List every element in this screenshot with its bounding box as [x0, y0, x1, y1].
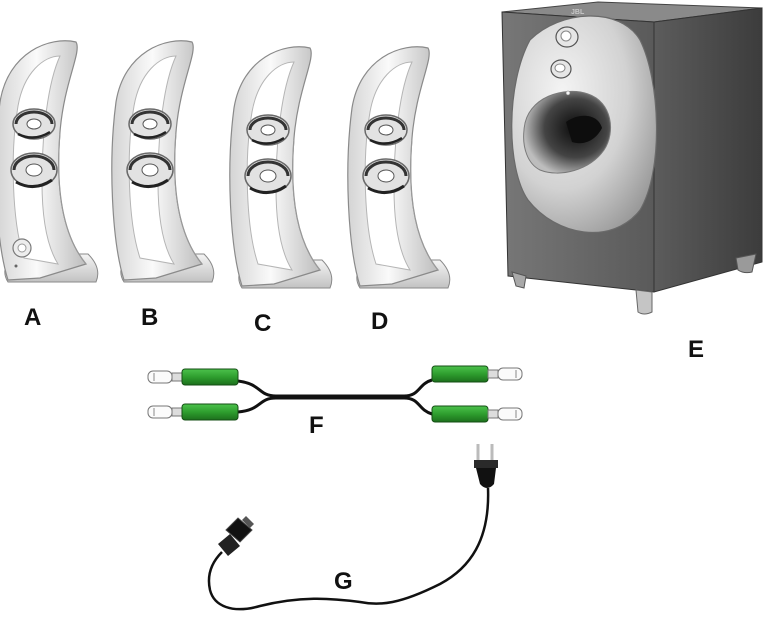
rca-plug-left-bottom [147, 403, 239, 421]
label-e: E [688, 336, 705, 363]
label-f: F [309, 412, 324, 439]
subwoofer: JBL [501, 1, 763, 315]
label-b: B [141, 304, 159, 331]
subwoofer-knob-top-icon [555, 26, 579, 48]
iec-connector-icon [218, 516, 254, 556]
power-cord [207, 444, 498, 611]
satellite-speaker-b [110, 39, 216, 284]
satellite-speaker-c [228, 45, 334, 290]
subwoofer-knob-bottom-icon [550, 59, 572, 79]
satellite-speaker-a [0, 39, 100, 284]
label-g: G [334, 568, 353, 595]
rca-plug-right-bottom [431, 405, 523, 423]
rca-plug-right-top [431, 365, 523, 383]
rca-y-cable [147, 365, 523, 423]
label-c: C [254, 310, 272, 337]
rca-plug-left-top [147, 368, 239, 386]
power-plug-icon [474, 444, 498, 488]
label-a: A [24, 304, 42, 331]
brand-logo: JBL [571, 9, 585, 16]
volume-knob-icon [12, 238, 32, 268]
power-led-icon [565, 90, 571, 96]
label-d: D [371, 308, 389, 335]
satellite-speaker-d [346, 45, 452, 290]
